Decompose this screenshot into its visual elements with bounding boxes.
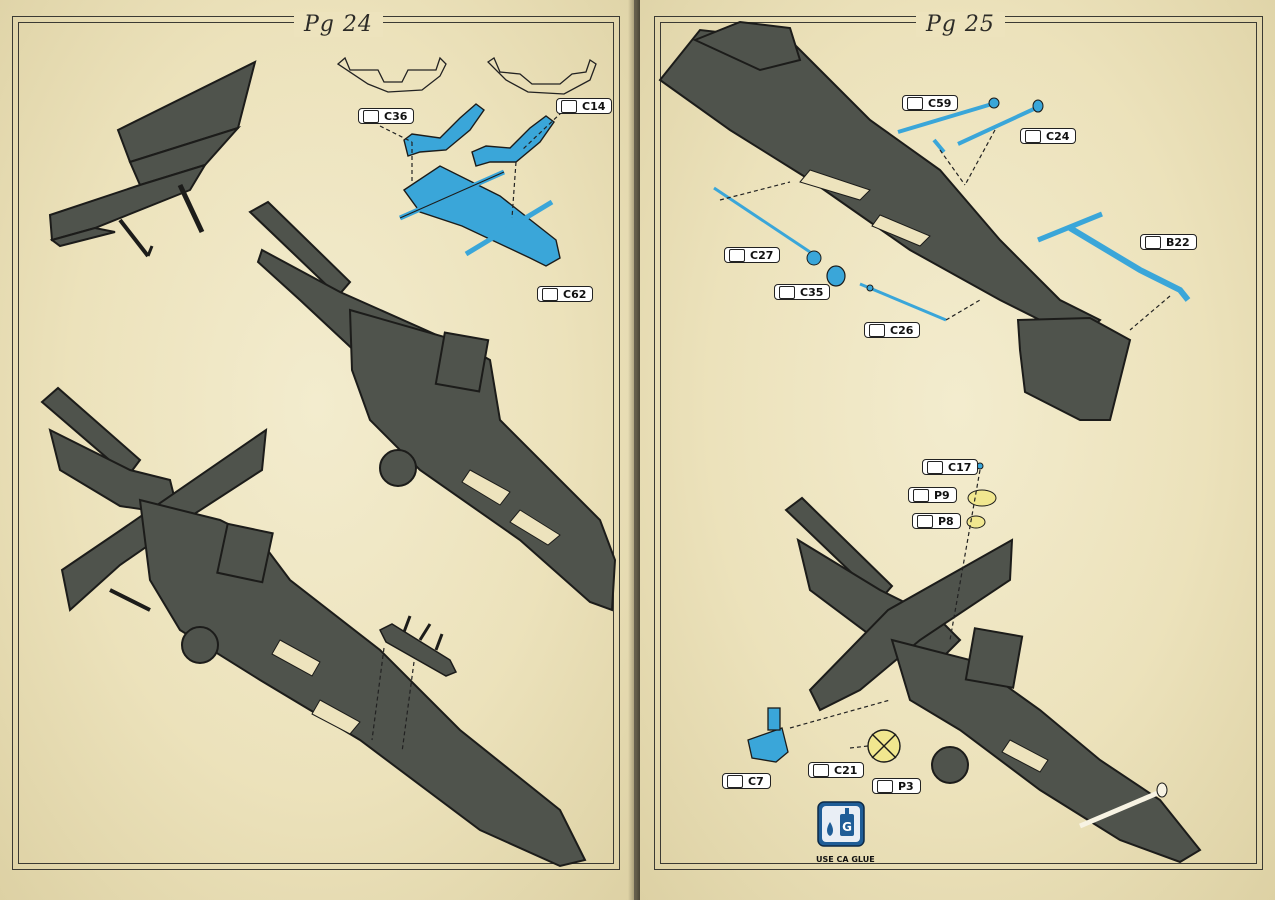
small-bracket-part — [378, 615, 458, 677]
page-number: Pg 24 — [294, 12, 383, 37]
part-number-text: C62 — [563, 287, 587, 301]
part-number-text: P8 — [938, 514, 954, 528]
part-label-c26: C26 — [864, 322, 921, 338]
part-c59-blue — [897, 97, 1000, 154]
part-number-text: C7 — [748, 774, 764, 788]
checkbox-c62[interactable] — [542, 287, 558, 301]
part-number-text: C59 — [928, 96, 952, 110]
part-number-text: B22 — [1166, 235, 1190, 249]
part-number-text: C27 — [750, 248, 774, 262]
part-label-b22: B22 — [1140, 234, 1197, 250]
part-number-text: C36 — [384, 109, 408, 123]
part-label-c14: C14 — [556, 98, 613, 114]
checkbox-p9[interactable] — [913, 488, 929, 502]
part-label-c21: C21 — [808, 762, 865, 778]
part-number-text: C24 — [1046, 129, 1070, 143]
part-number-text: C35 — [800, 285, 824, 299]
checkbox-c36[interactable] — [363, 109, 379, 123]
checkbox-c59[interactable] — [907, 96, 923, 110]
part-number-text: P3 — [898, 779, 914, 793]
howitzer-assembly-lower — [40, 386, 587, 868]
part-number-text: C14 — [582, 99, 606, 113]
part-c14-outline — [486, 57, 597, 95]
howitzer-assembly-middle — [248, 200, 617, 612]
checkbox-p3[interactable] — [877, 779, 893, 793]
right-page-diagram — [658, 20, 1202, 864]
assembly-lines-lower-right — [789, 469, 981, 749]
checkbox-p8[interactable] — [917, 514, 933, 528]
ca-glue-notice: G USE CA GLUE — [816, 796, 875, 864]
part-label-c7: C7 — [722, 773, 771, 789]
glue-letter: G — [842, 820, 852, 834]
part-c7-blue — [747, 707, 789, 763]
part-label-c24: C24 — [1020, 128, 1077, 144]
assembly-lines-lower — [371, 647, 415, 753]
part-number-text: C26 — [890, 323, 914, 337]
glue-instruction-text: USE CA GLUE — [816, 855, 875, 864]
ca-glue-bottle-icon: G — [817, 801, 865, 847]
checkbox-b22[interactable] — [1145, 235, 1161, 249]
checkbox-c27[interactable] — [729, 248, 745, 262]
part-label-p8: P8 — [912, 513, 961, 529]
checkbox-c14[interactable] — [561, 99, 577, 113]
part-c36-blue — [403, 103, 485, 157]
checkbox-c21[interactable] — [813, 763, 829, 777]
part-label-c35: C35 — [774, 284, 831, 300]
part-c36-outline — [336, 56, 447, 93]
assembly-lines-top — [379, 111, 563, 219]
part-label-c36: C36 — [358, 108, 415, 124]
part-c14-blue — [471, 115, 555, 167]
part-label-p9: P9 — [908, 487, 957, 503]
checkbox-c7[interactable] — [727, 774, 743, 788]
part-label-c17: C17 — [922, 459, 979, 475]
left-page-diagram — [40, 56, 617, 868]
part-label-c59: C59 — [902, 95, 959, 111]
part-p9-p8-discs — [966, 462, 997, 529]
part-label-c62: C62 — [537, 286, 594, 302]
part-number-text: P9 — [934, 488, 950, 502]
checkbox-c35[interactable] — [779, 285, 795, 299]
part-label-c27: C27 — [724, 247, 781, 263]
instruction-page-left: Pg 24 — [0, 0, 634, 900]
part-number-text: C21 — [834, 763, 858, 777]
part-c62-blue — [398, 165, 561, 267]
part-c35-blue — [826, 265, 846, 287]
instruction-page-right: Pg 25 — [640, 0, 1275, 900]
checkbox-c17[interactable] — [927, 460, 943, 474]
trail-spade-subassembly — [48, 60, 257, 258]
page-number: Pg 25 — [916, 12, 1005, 37]
checkbox-c24[interactable] — [1025, 129, 1041, 143]
part-number-text: C17 — [948, 460, 972, 474]
part-c24-blue — [957, 99, 1044, 146]
part-p3-wheel — [867, 729, 901, 763]
part-label-p3: P3 — [872, 778, 921, 794]
part-rod-white — [1079, 782, 1168, 829]
trail-assembly-upper — [658, 20, 1132, 421]
part-c26-blue — [859, 282, 947, 322]
part-b22-blue — [1037, 211, 1191, 302]
assembly-lines-upper-right — [719, 129, 1171, 331]
checkbox-c26[interactable] — [869, 323, 885, 337]
part-c27-blue — [713, 186, 822, 266]
